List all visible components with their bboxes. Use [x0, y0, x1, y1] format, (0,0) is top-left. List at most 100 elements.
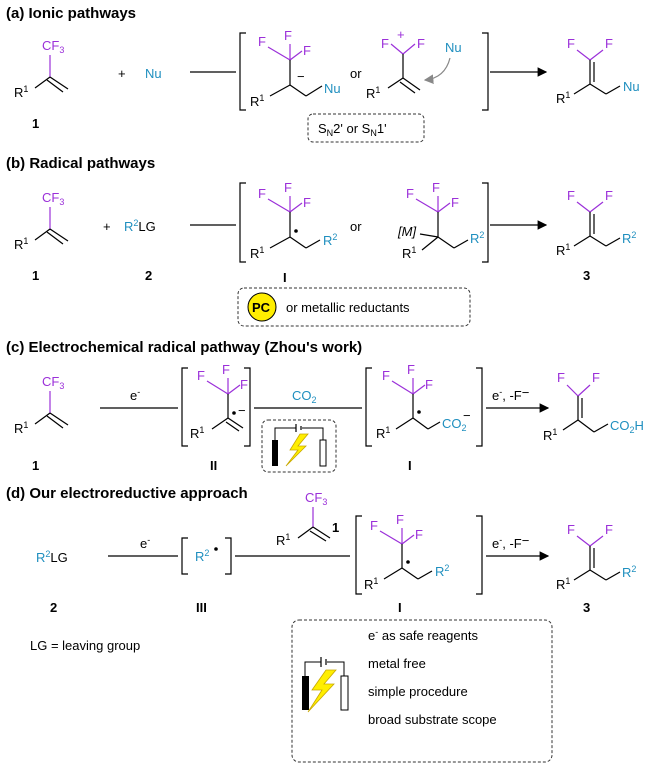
substrate-1-b: CF3 R1 — [14, 190, 69, 252]
plus-sign-b: + — [103, 219, 111, 234]
photocatalyst-icon — [247, 292, 277, 322]
svg-text:F: F — [396, 512, 404, 527]
bracket-right-a — [482, 32, 489, 111]
svg-text:F: F — [303, 43, 311, 58]
bracket-left-c1 — [181, 367, 188, 447]
compound-label-2-b: 2 — [145, 268, 152, 283]
anionic-intermediate: F F F − R1 Nu — [250, 28, 341, 109]
svg-text:−: − — [238, 403, 246, 418]
electrolysis-cell-icon-d — [302, 657, 349, 713]
electrode-box-c — [261, 419, 337, 473]
bracket-left-d1 — [181, 537, 188, 575]
plus-sign: + — [118, 66, 126, 81]
svg-text:CF3: CF3 — [305, 490, 327, 507]
svg-text:1: 1 — [332, 520, 339, 535]
svg-text:F: F — [222, 362, 230, 377]
svg-text:F: F — [592, 370, 600, 385]
svg-text:F: F — [557, 370, 565, 385]
reagent-c-2: e-, -F− — [492, 385, 529, 403]
svg-text:F: F — [197, 368, 205, 383]
svg-text:R1: R1 — [14, 84, 28, 100]
bracket-right-d2 — [476, 515, 483, 595]
reagent-d-2: e-, -F− — [492, 533, 529, 551]
product-a: F F R1 Nu — [556, 36, 640, 106]
svg-text:R1: R1 — [376, 425, 390, 441]
electron-d: e- — [140, 535, 150, 551]
svg-text:F: F — [258, 186, 266, 201]
photocatalyst-label: PC — [252, 300, 271, 315]
svg-text:F: F — [605, 522, 613, 537]
nucleophile: Nu — [145, 66, 162, 81]
bracket-right-c2 — [476, 367, 483, 447]
svg-text:Nu: Nu — [324, 81, 341, 96]
svg-text:R1: R1 — [276, 532, 290, 548]
svg-text:CF3: CF3 — [42, 38, 64, 55]
reductants-text: or metallic reductants — [286, 300, 410, 315]
svg-text:[M]: [M] — [397, 224, 416, 239]
svg-text:Nu: Nu — [445, 40, 462, 55]
svg-text:R1: R1 — [366, 85, 380, 101]
svg-text:F: F — [382, 368, 390, 383]
bracket-right-c1 — [244, 367, 251, 447]
substrate-1-a: CF3 R1 1 — [14, 38, 69, 131]
bracket-right-d1 — [225, 537, 232, 575]
svg-text:CO2: CO2 — [442, 416, 467, 433]
feature-item-2: metal free — [368, 656, 426, 671]
co2-reagent: CO2 — [292, 388, 317, 405]
compound-label-1: 1 — [32, 116, 39, 131]
svg-text:−: − — [463, 408, 471, 423]
svg-text:R1: R1 — [402, 245, 416, 261]
svg-text:F: F — [415, 527, 423, 542]
svg-text:F: F — [370, 518, 378, 533]
radical-anion-II: F F F − R1 — [190, 362, 248, 441]
svg-text:F: F — [284, 180, 292, 195]
svg-text:F: F — [407, 362, 415, 377]
or-text-b: or — [350, 219, 362, 234]
feature-item-1: e- as safe reagents — [368, 627, 478, 643]
electrolysis-cell-icon — [272, 424, 327, 467]
svg-text:F: F — [303, 195, 311, 210]
bracket-left-a — [239, 32, 246, 111]
bracket-right-b — [482, 182, 489, 263]
reagent-r2lg-d: R2LG — [36, 549, 68, 565]
svg-text:F: F — [425, 377, 433, 392]
reagent-r2lg-b: R2LG — [124, 218, 156, 234]
svg-text:R1: R1 — [556, 576, 570, 592]
product-label-3-b: 3 — [583, 268, 590, 283]
svg-text:R1: R1 — [364, 576, 378, 592]
substrate-1-c: CF3 R1 — [14, 374, 69, 436]
intermediate-label-II: II — [210, 458, 217, 473]
feature-item-4: broad substrate scope — [368, 712, 497, 727]
svg-text:R1: R1 — [14, 420, 28, 436]
lg-legend: LG = leaving group — [30, 638, 140, 653]
radical-dot-III — [214, 547, 218, 551]
radical-III: R2 — [195, 548, 209, 564]
svg-text:R1: R1 — [556, 90, 570, 106]
product-3-b: F F R1 R2 — [556, 188, 636, 258]
or-text-a: or — [350, 66, 362, 81]
svg-text:F: F — [432, 180, 440, 195]
svg-text:F: F — [567, 522, 575, 537]
svg-text:F: F — [381, 36, 389, 51]
product-label-3-d: 3 — [583, 600, 590, 615]
product-3-d: F F R1 R2 — [556, 522, 636, 592]
svg-text:R2: R2 — [622, 564, 636, 580]
section-c-title: (c) Electrochemical radical pathway (Zho… — [6, 339, 362, 356]
conditions-box-b — [237, 287, 471, 327]
svg-text:R1: R1 — [250, 245, 264, 261]
svg-text:F: F — [406, 186, 414, 201]
svg-text:F: F — [567, 188, 575, 203]
svg-text:F: F — [417, 36, 425, 51]
svg-text:F: F — [605, 36, 613, 51]
svg-text:R1: R1 — [543, 427, 557, 443]
radical-intermediate-I-d: F F F R1 R2 — [364, 512, 449, 592]
svg-text:F: F — [605, 188, 613, 203]
bracket-left-b — [239, 182, 246, 263]
svg-text:R1: R1 — [250, 93, 264, 109]
svg-text:R1: R1 — [190, 425, 204, 441]
svg-text:R2: R2 — [622, 230, 636, 246]
svg-text:R2: R2 — [323, 232, 337, 248]
svg-text:F: F — [567, 36, 575, 51]
section-a-title: (a) Ionic pathways — [6, 5, 136, 22]
